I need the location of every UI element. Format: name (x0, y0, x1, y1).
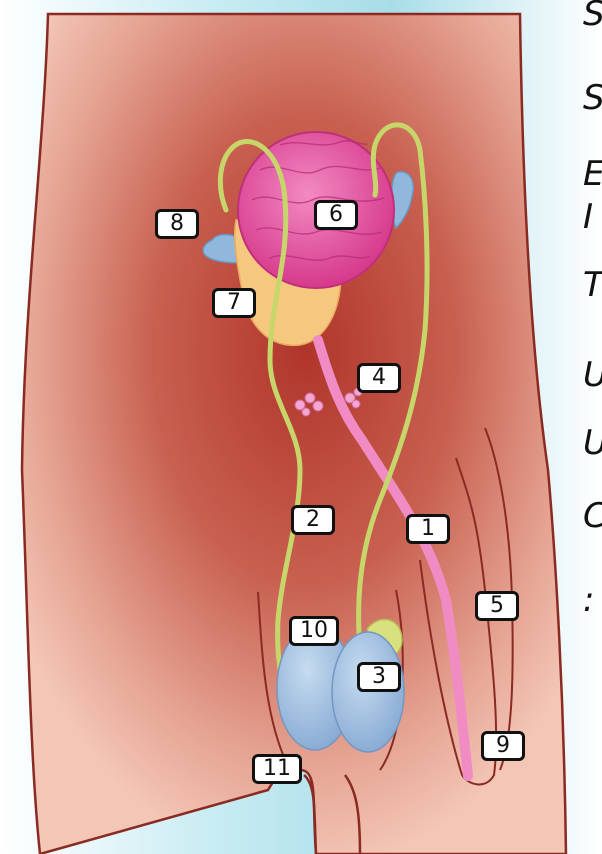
testis-right-shape (332, 632, 404, 752)
label-10: 10 (289, 616, 339, 646)
label-6: 6 (314, 200, 358, 230)
side-text-5: T (583, 265, 602, 305)
side-text-8: C (583, 496, 602, 536)
label-5: 5 (475, 591, 519, 621)
label-4: 4 (357, 363, 401, 393)
label-1: 1 (406, 514, 450, 544)
side-text-2: S (583, 78, 602, 118)
side-text-9: : (583, 580, 594, 620)
side-text-1: S (583, 0, 602, 34)
label-9: 9 (481, 731, 525, 761)
side-text-3: E (583, 154, 602, 194)
label-11: 11 (252, 754, 302, 784)
side-text-6: U (583, 355, 602, 395)
label-8: 8 (155, 209, 199, 239)
label-7: 7 (212, 288, 256, 318)
side-text-4: I (583, 197, 593, 237)
label-3: 3 (357, 662, 401, 692)
label-2: 2 (291, 505, 335, 535)
side-text-7: U (583, 423, 602, 463)
